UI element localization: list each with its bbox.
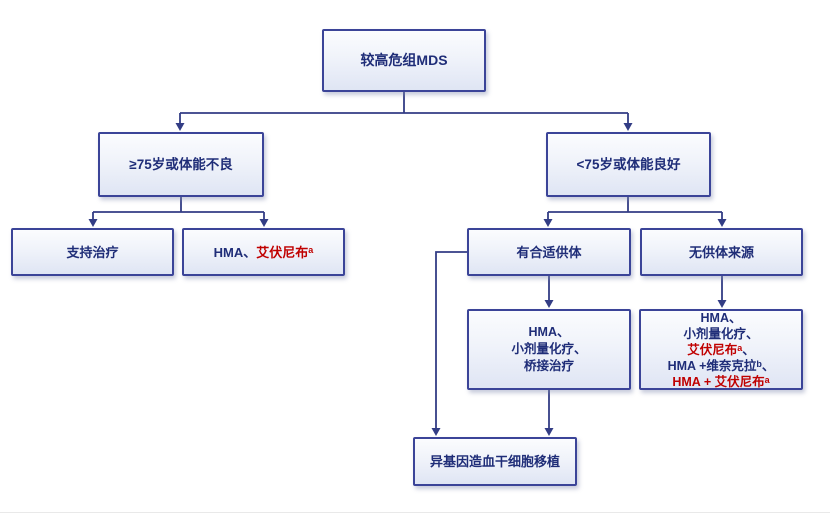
arrowhead-donorno-treatments — [717, 300, 727, 308]
node-no-donor-source: 无供体来源 — [640, 228, 803, 276]
footnote-marker-a: a — [764, 374, 770, 385]
label-segment-highlight: 艾伏尼布 — [256, 244, 309, 260]
node-label-line: 艾伏尼布a、 — [687, 342, 755, 358]
node-no-donor-treatments: HMA、 小剂量化疗、 艾伏尼布a、 HMA +维奈克拉b、 HMA + 艾伏尼… — [639, 309, 803, 390]
node-hma-chemo-bridging: HMA、 小剂量化疗、 桥接治疗 — [467, 309, 631, 390]
edge-root-split — [179, 92, 629, 125]
node-label: 支持治疗 — [66, 244, 119, 260]
node-label-line: 桥接治疗 — [523, 359, 574, 373]
label-segment: HMA、 — [700, 310, 742, 325]
label-segment-highlight: HMA + 艾伏尼布 — [672, 374, 765, 389]
node-label: 有合适供体 — [516, 244, 582, 260]
label-segment: 小剂量化疗、 — [683, 326, 759, 341]
node-higher-risk-mds: 较高危组MDS — [322, 29, 486, 92]
arrowhead-root-elderly — [175, 123, 185, 131]
node-age-lt75-good-fitness: <75岁或体能良好 — [546, 132, 711, 197]
node-label-line: 小剂量化疗、 — [511, 342, 587, 356]
arrowhead-donoryes-transplant — [431, 428, 441, 436]
node-age-ge75-poor-fitness: ≥75岁或体能不良 — [98, 132, 264, 197]
label-segment: 、 — [761, 358, 775, 373]
footer-divider — [0, 512, 830, 513]
arrowhead-donoryes-bridge — [544, 300, 554, 308]
label-segment: 、 — [742, 342, 755, 357]
node-label: ≥75岁或体能不良 — [129, 157, 233, 172]
node-suitable-donor: 有合适供体 — [467, 228, 631, 276]
label-segment: HMA +维奈克拉 — [667, 358, 757, 373]
node-label: 较高危组MDS — [360, 52, 448, 68]
edge-donoryes-transplant — [435, 251, 467, 429]
arrowhead-younger-donoryes — [543, 219, 553, 227]
node-label: HMA、艾伏尼布a — [214, 244, 314, 261]
node-label: 异基因造血干细胞移植 — [429, 454, 560, 469]
node-label-line: HMA +维奈克拉b、 — [668, 358, 775, 374]
label-segment: HMA、 — [213, 244, 257, 260]
node-label: <75岁或体能良好 — [576, 157, 681, 172]
node-label-line: HMA、 — [701, 310, 742, 326]
label-segment-highlight: 艾伏尼布 — [687, 342, 738, 357]
arrowhead-younger-donorno — [717, 219, 727, 227]
node-label: 无供体来源 — [688, 244, 754, 260]
footnote-marker-a: a — [737, 342, 743, 353]
node-label-line: 小剂量化疗、 — [683, 326, 758, 342]
footnote-marker-a: a — [308, 244, 314, 255]
footnote-marker-b: b — [756, 358, 762, 369]
arrowhead-elderly-supportive — [88, 219, 98, 227]
edge-younger-split — [547, 197, 723, 221]
arrowhead-elderly-hma — [259, 219, 269, 227]
arrowhead-bridge-transplant — [544, 428, 554, 436]
arrowhead-root-younger — [623, 123, 633, 131]
node-label-line: HMA、 — [528, 325, 570, 339]
node-supportive-care: 支持治疗 — [11, 228, 174, 276]
node-hma-ivosidenib: HMA、艾伏尼布a — [182, 228, 345, 276]
node-label-line: HMA + 艾伏尼布a — [672, 374, 769, 390]
node-allogeneic-hsct: 异基因造血干细胞移植 — [413, 437, 577, 486]
edge-elderly-split — [92, 197, 265, 221]
